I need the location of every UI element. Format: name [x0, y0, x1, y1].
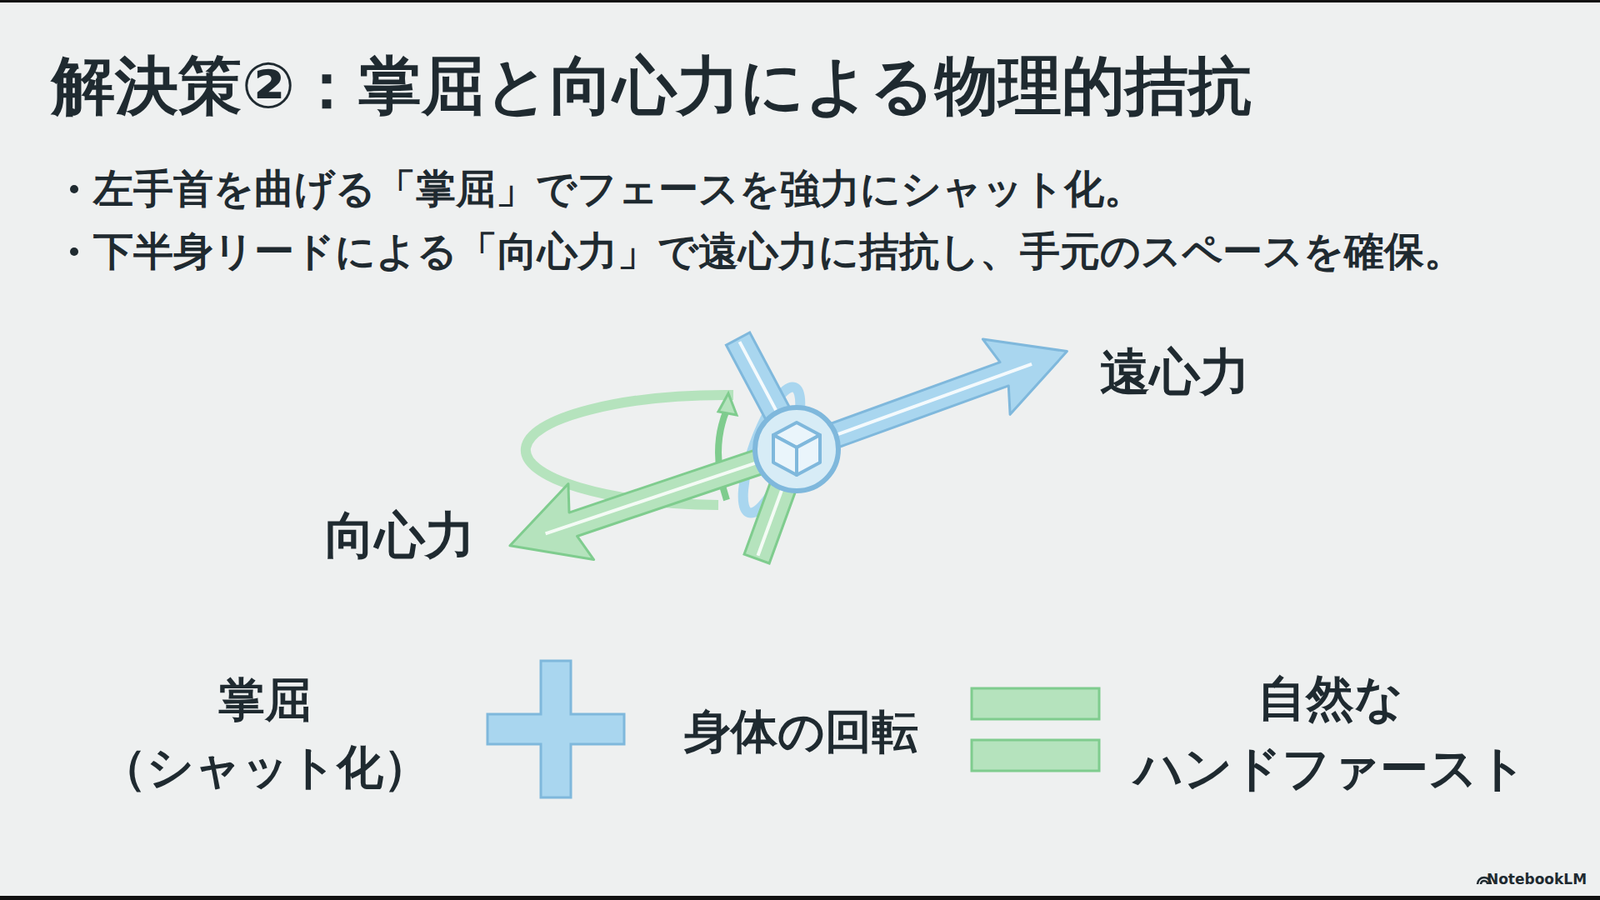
plus-sign	[487, 660, 625, 798]
centripetal-arrow	[497, 424, 772, 584]
bullet-dot	[70, 185, 79, 194]
equation-term: 掌屈 （シャット化）	[98, 665, 432, 801]
equation-term: 身体の回転	[684, 700, 919, 765]
watermark: NotebookLM	[1486, 870, 1587, 888]
equation-term: 自然な ハンドファースト	[1113, 663, 1547, 804]
equals-sign	[971, 740, 1100, 771]
bullet-dot	[70, 247, 79, 256]
slide-title: 解決策②：掌屈と向心力による物理的拮抗	[51, 44, 1252, 130]
centrifugal-arrow	[820, 313, 1081, 473]
frame-edge	[0, 0, 1600, 3]
force-label: 遠心力	[1100, 339, 1250, 407]
frame-edge	[0, 895, 1600, 900]
hub-cube	[773, 422, 820, 475]
hub-circle	[755, 407, 839, 491]
force-label: 向心力	[325, 502, 475, 570]
bullet-text: 左手首を曲げる「掌屈」でフェースを強力にシャット化。	[93, 162, 1145, 216]
equals-sign	[971, 688, 1100, 720]
bullet-text: 下半身リードによる「向心力」で遠心力に拮抗し、手元のスペースを確保。	[93, 225, 1465, 279]
rotation-arrow	[718, 393, 737, 415]
